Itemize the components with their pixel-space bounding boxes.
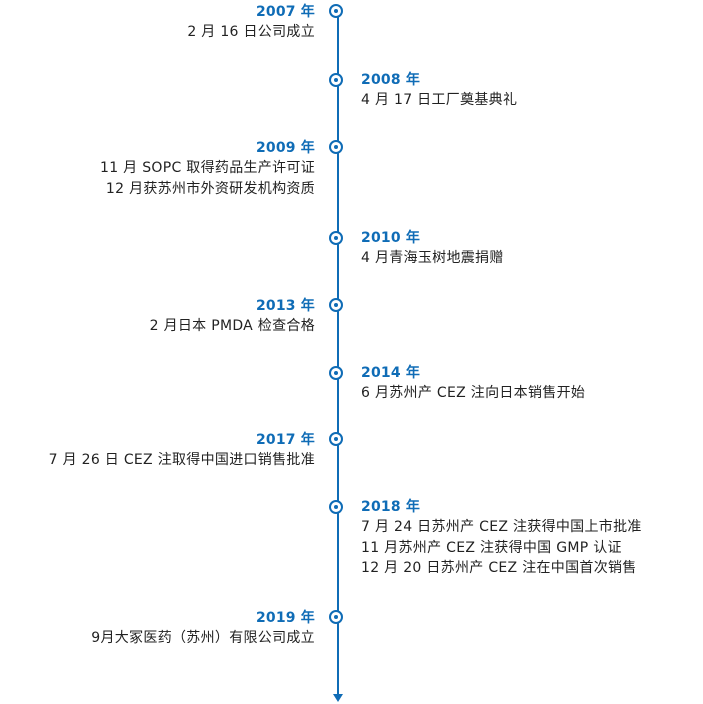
timeline-event-text: 9月大冢医药（苏州）有限公司成立 [91,630,315,646]
timeline-entry-2008: 2008 年 4 月 17 日工厂奠基典礼 [361,70,517,111]
timeline-event-text: 2 月日本 PMDA 检查合格 [149,318,315,334]
timeline-event-text: 7 月 24 日苏州产 CEZ 注获得中国上市批准 [361,519,642,535]
timeline-event-text: 4 月青海玉树地震捐赠 [361,250,504,266]
timeline-year: 2007 年 [255,4,315,20]
timeline-axis [337,11,339,695]
timeline-node-icon [329,140,343,154]
arrow-down-icon [333,694,343,702]
timeline-entry-2007: 2007 年 2 月 16 日公司成立 [187,2,315,43]
timeline-node-icon [329,500,343,514]
timeline-year: 2017 年 [255,432,315,448]
timeline-year: 2019 年 [255,610,315,626]
timeline-year: 2014 年 [361,365,421,381]
timeline-node-icon [329,4,343,18]
timeline-event-text: 2 月 16 日公司成立 [187,24,315,40]
timeline-event-text: 6 月苏州产 CEZ 注向日本销售开始 [361,385,586,401]
timeline-year: 2008 年 [361,72,421,88]
timeline-entry-2014: 2014 年 6 月苏州产 CEZ 注向日本销售开始 [361,363,585,404]
timeline-year: 2018 年 [361,499,421,515]
timeline-entry-2013: 2013 年 2 月日本 PMDA 检查合格 [150,296,315,337]
timeline-node-icon [329,366,343,380]
timeline-year: 2009 年 [255,140,315,156]
timeline-event-text: 11 月苏州产 CEZ 注获得中国 GMP 认证 [361,539,622,556]
timeline-node-icon [329,298,343,312]
timeline-entry-2017: 2017 年 7 月 26 日 CEZ 注取得中国进口销售批准 [49,430,315,471]
timeline-year: 2013 年 [255,298,315,314]
timeline-node-icon [329,432,343,446]
timeline-event-text: 12 月 20 日苏州产 CEZ 注在中国首次销售 [361,560,637,576]
timeline-event-text: 4 月 17 日工厂奠基典礼 [361,92,518,108]
timeline-entry-2018: 2018 年 7 月 24 日苏州产 CEZ 注获得中国上市批准 11 月苏州产… [361,497,642,579]
timeline-event-text: 7 月 26 日 CEZ 注取得中国进口销售批准 [48,452,315,468]
timeline-entry-2009: 2009 年 11 月 SOPC 取得药品生产许可证 12 月获苏州市外资研发机… [100,138,315,199]
timeline-event-text: 11 月 SOPC 取得药品生产许可证 [100,160,315,176]
timeline-node-icon [329,231,343,245]
timeline-year: 2010 年 [361,230,421,246]
timeline-event-text: 12 月获苏州市外资研发机构资质 [105,180,315,197]
timeline-node-icon [329,610,343,624]
timeline-entry-2019: 2019 年 9月大冢医药（苏州）有限公司成立 [91,608,315,649]
timeline-entry-2010: 2010 年 4 月青海玉树地震捐赠 [361,228,504,269]
timeline-node-icon [329,73,343,87]
